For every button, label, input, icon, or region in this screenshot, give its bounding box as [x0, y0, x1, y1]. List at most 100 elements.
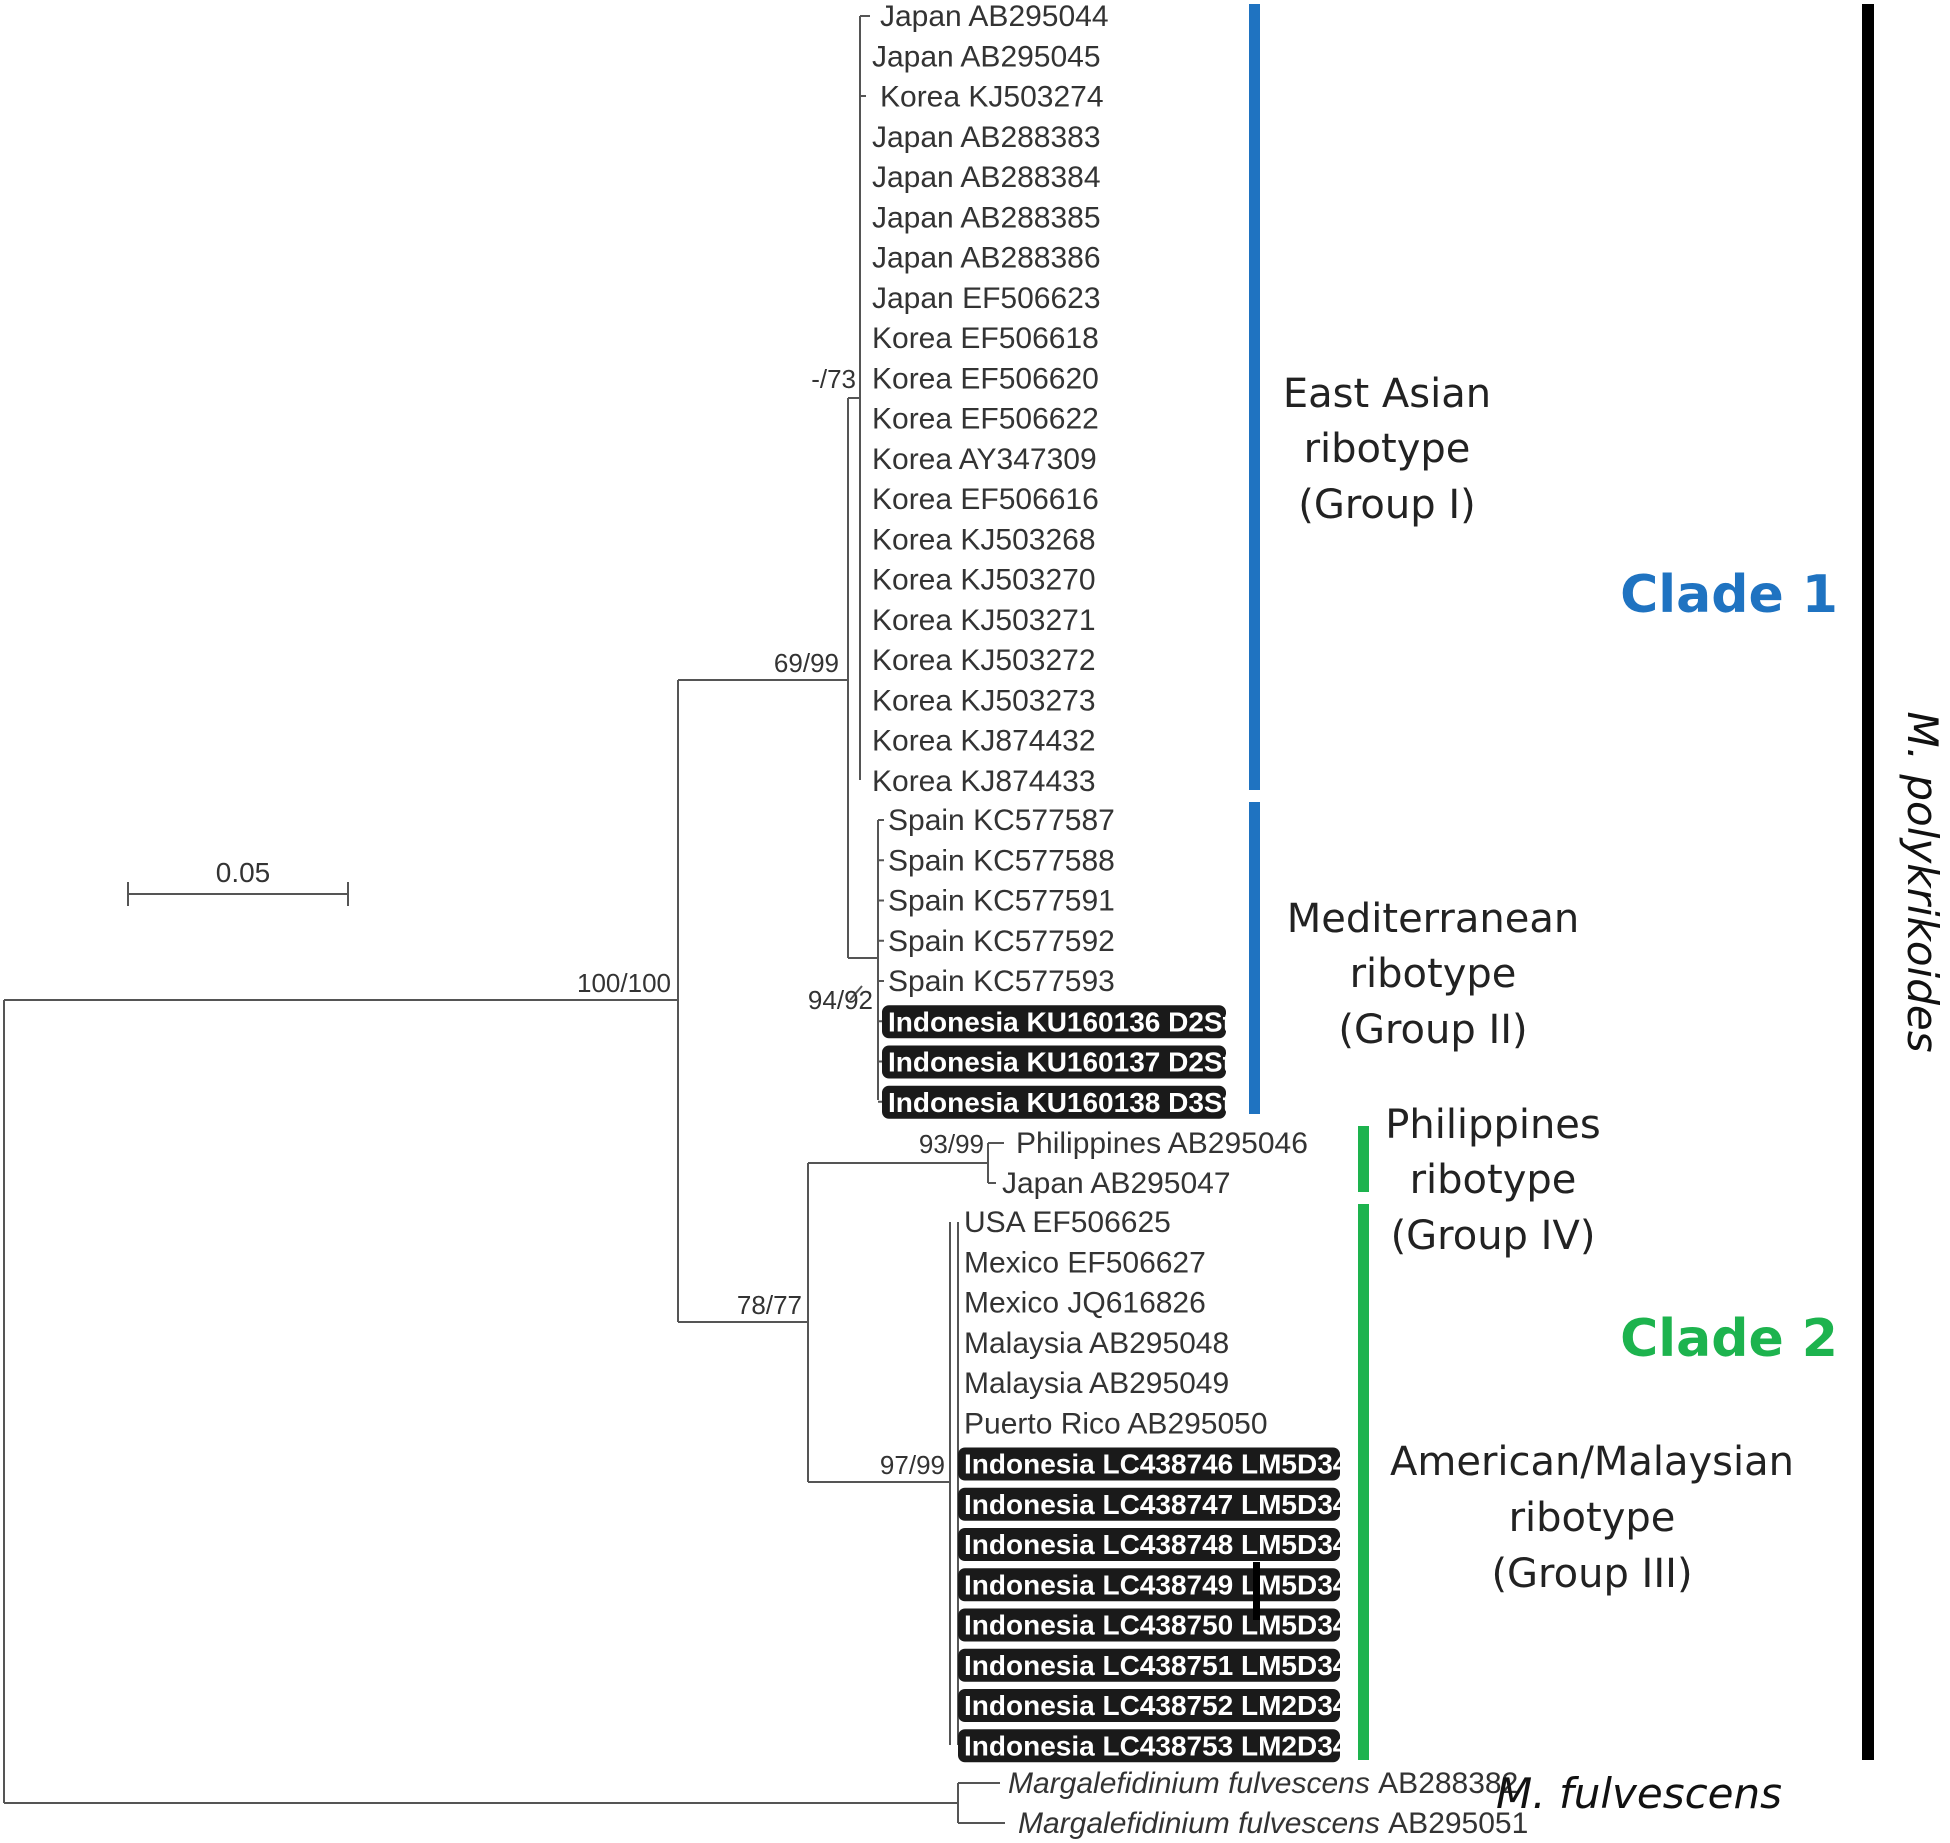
- tip-east-asian: Korea KJ503268: [872, 523, 1096, 556]
- tip-american-indonesia: Indonesia LC438746 LM5D342: [958, 1447, 1364, 1481]
- tip-american-indonesia: Indonesia LC438749 LM5D345: [958, 1568, 1364, 1602]
- m-polykrikoides-bar: [1862, 4, 1874, 1760]
- tip-american-indonesia: Indonesia LC438747 LM5D343: [958, 1487, 1364, 1521]
- tip-east-asian: Korea KJ503271: [872, 604, 1096, 637]
- tip-philippines: Japan AB295047: [1002, 1167, 1231, 1200]
- tip-philippines: Philippines AB295046: [1016, 1127, 1308, 1160]
- highlight-badge: [958, 1447, 1340, 1481]
- highlight-badge: [882, 1045, 1226, 1079]
- highlight-tip-label: Indonesia LC438752 LM2D348: [964, 1690, 1364, 1721]
- highlight-tip-label: Indonesia KU160136 D2St1: [888, 1006, 1248, 1037]
- support-clade2: 78/77: [737, 1290, 802, 1320]
- philippines-bar: [1358, 1126, 1369, 1192]
- tip-american: Puerto Rico AB295050: [964, 1407, 1268, 1440]
- philippines-label-line3: (Group IV): [1391, 1213, 1596, 1259]
- highlight-tip-label: Indonesia LC438746 LM5D342: [964, 1449, 1364, 1480]
- east-asian-label-line3: (Group I): [1298, 482, 1476, 528]
- support-mediterranean: 94/92: [808, 985, 873, 1015]
- highlight-tip-label: Indonesia LC438747 LM5D343: [964, 1489, 1364, 1520]
- american-bar: [1358, 1204, 1369, 1760]
- philippines-label-line2: ribotype: [1410, 1157, 1577, 1203]
- tip-mediterranean-indonesia: Indonesia KU160136 D2St1: [882, 1005, 1248, 1039]
- tip-mediterranean-indonesia: Indonesia KU160138 D3St3: [882, 1085, 1248, 1119]
- highlight-badge: [958, 1608, 1340, 1642]
- mediterranean-label-line2: ribotype: [1350, 951, 1517, 997]
- american-label-line1: American/Malaysian: [1390, 1439, 1794, 1485]
- tip-east-asian: Korea AY347309: [872, 443, 1097, 476]
- tip-outgroup-accession: AB295051: [1388, 1807, 1528, 1840]
- mediterranean-bar: [1249, 802, 1260, 1114]
- tip-outgroup-accession: AB288382: [1378, 1767, 1518, 1800]
- tip-east-asian: Japan AB288383: [872, 121, 1101, 154]
- highlight-tip-label: Indonesia LC438748 LM5D344: [964, 1529, 1364, 1560]
- tip-outgroup-genus: Margalefidinium fulvescens: [1018, 1807, 1388, 1840]
- tip-east-asian: Japan EF506623: [872, 282, 1101, 315]
- highlight-tip-label: Indonesia LC438749 LM5D345: [964, 1569, 1364, 1600]
- mediterranean-label-line1: Mediterranean: [1287, 896, 1579, 942]
- species-labels: M. polykrikoides M. fulvescens: [1496, 711, 1947, 1818]
- tip-east-asian: Korea KJ503274: [880, 81, 1104, 114]
- support-east-asian: -/73: [811, 364, 856, 394]
- tip-east-asian: Japan AB295045: [872, 40, 1101, 73]
- tip-east-asian: Japan AB288386: [872, 242, 1101, 275]
- highlight-tip-label: Indonesia LC438751 LM5D347: [964, 1650, 1364, 1681]
- branch-mediterranean-kink: [849, 985, 863, 1001]
- tip-east-asian: Korea EF506618: [872, 322, 1099, 355]
- highlight-badge: [958, 1528, 1340, 1561]
- east-asian-bar: [1249, 4, 1260, 790]
- highlight-tip-label: Indonesia KU160137 D2St2: [888, 1047, 1248, 1078]
- tip-mediterranean: Spain KC577587: [888, 804, 1115, 837]
- tip-american: USA EF506625: [964, 1206, 1171, 1239]
- tip-american: Mexico JQ616826: [964, 1287, 1206, 1320]
- tip-east-asian: Korea KJ503272: [872, 644, 1096, 677]
- tip-american: Malaysia AB295048: [964, 1327, 1229, 1360]
- highlight-badge: [882, 1085, 1226, 1119]
- tree-branches: [3, 15, 1005, 1824]
- clade-labels: Clade 1 Clade 2: [1620, 565, 1838, 1369]
- scale-bar-label: 0.05: [216, 857, 271, 888]
- tip-east-asian: Japan AB295044: [880, 0, 1109, 33]
- tip-east-asian: Japan AB288385: [872, 201, 1101, 234]
- east-asian-label-line2: ribotype: [1304, 426, 1471, 472]
- east-asian-label-line1: East Asian: [1283, 371, 1491, 417]
- tip-east-asian: Korea EF506620: [872, 362, 1099, 395]
- tip-american: Malaysia AB295049: [964, 1367, 1229, 1400]
- highlight-badge: [958, 1729, 1340, 1763]
- tip-outgroup: Margalefidinium fulvescens AB288382: [1008, 1767, 1518, 1800]
- tip-american-indonesia: Indonesia LC438752 LM2D348: [958, 1689, 1364, 1722]
- clade-bars: [1249, 4, 1874, 1760]
- tip-east-asian: Korea KJ874433: [872, 765, 1096, 798]
- highlight-badge: [958, 1648, 1340, 1682]
- support-philippines: 93/99: [919, 1129, 984, 1159]
- philippines-label-line1: Philippines: [1385, 1102, 1601, 1148]
- tip-outgroup: Margalefidinium fulvescens AB295051: [1018, 1807, 1528, 1840]
- tip-outgroup-genus: Margalefidinium fulvescens: [1008, 1767, 1378, 1800]
- tip-mediterranean: Spain KC577588: [888, 844, 1115, 877]
- support-root-ingroup: 100/100: [577, 968, 671, 998]
- tip-east-asian: Korea KJ874432: [872, 725, 1096, 758]
- highlight-badge: [958, 1487, 1340, 1521]
- american-label-line2: ribotype: [1509, 1495, 1676, 1541]
- support-clade1: 69/99: [774, 648, 839, 678]
- tip-east-asian: Japan AB288384: [872, 161, 1101, 194]
- tip-mediterranean: Spain KC577592: [888, 925, 1115, 958]
- m-polykrikoides-label: M. polykrikoides: [1898, 711, 1947, 1052]
- tip-mediterranean: Spain KC577593: [888, 965, 1115, 998]
- clade2-label: Clade 2: [1620, 1309, 1838, 1369]
- tip-american-indonesia: Indonesia LC438751 LM5D347: [958, 1648, 1364, 1682]
- tip-mediterranean: Spain KC577591: [888, 885, 1115, 918]
- tip-east-asian: Korea EF506622: [872, 403, 1099, 436]
- tip-american-indonesia: Indonesia LC438748 LM5D344: [958, 1528, 1364, 1561]
- tip-american-indonesia: Indonesia LC438753 LM2D349: [958, 1729, 1364, 1763]
- highlight-tip-label: Indonesia KU160138 D3St3: [888, 1087, 1248, 1118]
- tip-american: Mexico EF506627: [964, 1246, 1206, 1279]
- tip-east-asian: Korea EF506616: [872, 483, 1099, 516]
- m-fulvescens-label: M. fulvescens: [1496, 1769, 1782, 1818]
- marker-artifact: [1253, 1562, 1260, 1620]
- mediterranean-label-line3: (Group II): [1338, 1007, 1527, 1053]
- highlight-badge: [958, 1689, 1340, 1722]
- highlight-tip-label: Indonesia LC438750 LM5D346: [964, 1610, 1364, 1641]
- support-values: 100/100 69/99 -/73 94/92 78/77 93/99 97/…: [577, 364, 984, 1480]
- tip-east-asian: Korea KJ503273: [872, 684, 1096, 717]
